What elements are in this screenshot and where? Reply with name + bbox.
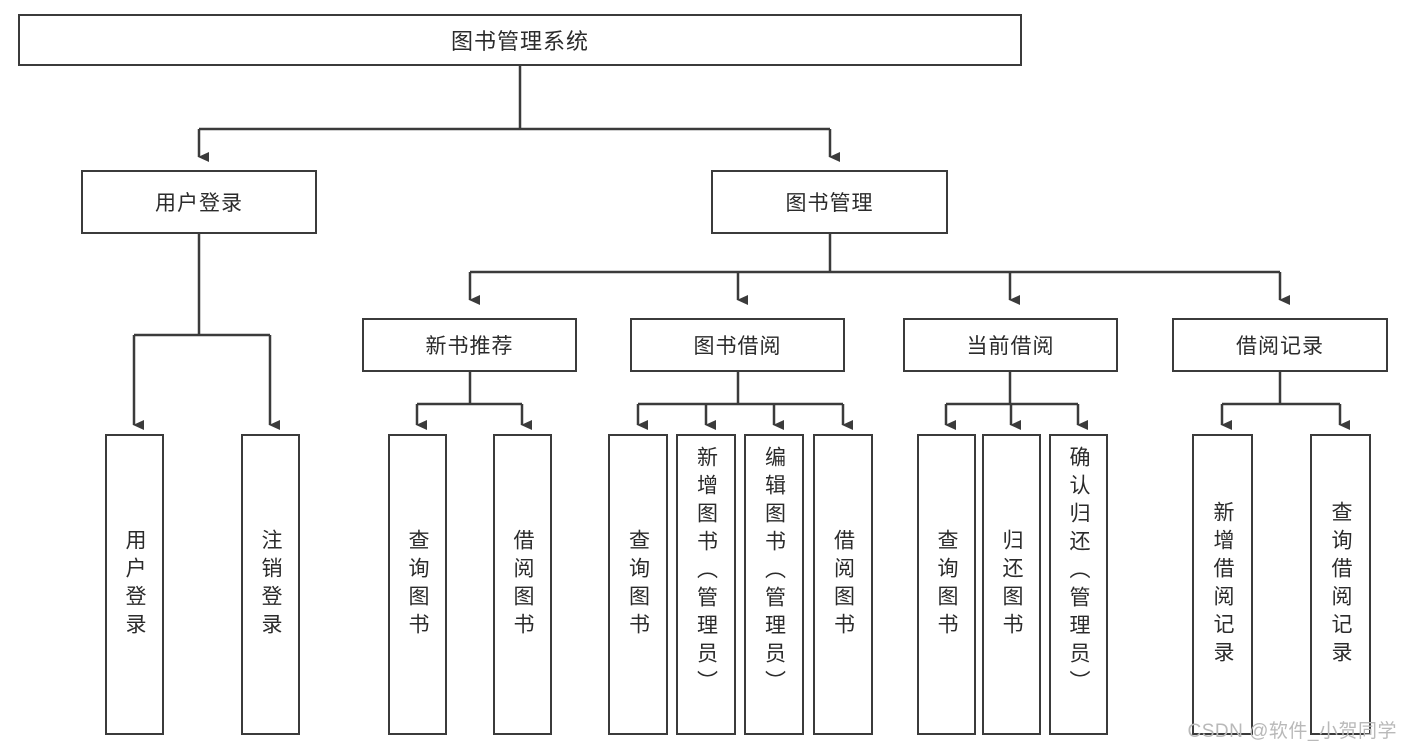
node-label: 借阅图书 xyxy=(831,528,855,641)
node-label: 归还图书 xyxy=(1000,528,1023,641)
watermark-text: CSDN @软件_小贺同学 xyxy=(1187,721,1397,742)
leaf-user-login-logout[interactable]: 注销登录 xyxy=(241,434,300,735)
leaf-current-borrow-query[interactable]: 查询图书 xyxy=(917,434,976,735)
node-label: 新书推荐 xyxy=(425,335,514,358)
node-label: 用户登录 xyxy=(155,192,243,215)
node-label: 用户登录 xyxy=(123,528,146,641)
leaf-user-login-login[interactable]: 用户登录 xyxy=(105,434,164,735)
leaf-borrow-record-query[interactable]: 查询借阅记录 xyxy=(1310,434,1371,735)
node-label: 图书管理系统 xyxy=(450,29,589,54)
node-label: 图书管理 xyxy=(785,192,874,215)
node-label: 新增借阅记录 xyxy=(1211,500,1234,669)
node-root-system[interactable]: 图书管理系统 xyxy=(18,14,1022,66)
node-label: 借阅图书 xyxy=(511,528,534,641)
leaf-current-borrow-confirm-return[interactable]: 确认归还（管理员） xyxy=(1049,434,1108,735)
node-label: 借阅记录 xyxy=(1236,335,1324,358)
node-book-management[interactable]: 图书管理 xyxy=(711,170,948,234)
leaf-book-borrow-borrow[interactable]: 借阅图书 xyxy=(813,434,873,735)
leaf-book-borrow-query[interactable]: 查询图书 xyxy=(608,434,668,735)
node-label: 查询图书 xyxy=(406,528,429,641)
node-label: 查询图书 xyxy=(935,528,958,641)
leaf-book-borrow-edit[interactable]: 编辑图书（管理员） xyxy=(744,434,804,735)
node-label: 图书借阅 xyxy=(693,335,782,358)
leaf-borrow-record-add[interactable]: 新增借阅记录 xyxy=(1192,434,1253,735)
node-borrow-record[interactable]: 借阅记录 xyxy=(1172,318,1388,372)
node-label: 编辑图书（管理员） xyxy=(762,446,786,698)
node-label: 注销登录 xyxy=(259,528,282,641)
node-label: 查询图书 xyxy=(626,528,650,641)
node-user-login[interactable]: 用户登录 xyxy=(81,170,317,234)
node-label: 当前借阅 xyxy=(966,335,1055,358)
node-label: 查询借阅记录 xyxy=(1329,500,1352,669)
node-new-book-recommend[interactable]: 新书推荐 xyxy=(362,318,577,372)
node-current-borrow[interactable]: 当前借阅 xyxy=(903,318,1118,372)
leaf-current-borrow-return[interactable]: 归还图书 xyxy=(982,434,1041,735)
leaf-new-book-query[interactable]: 查询图书 xyxy=(388,434,447,735)
leaf-new-book-borrow[interactable]: 借阅图书 xyxy=(493,434,552,735)
node-label: 确认归还（管理员） xyxy=(1067,446,1090,698)
node-book-borrow[interactable]: 图书借阅 xyxy=(630,318,845,372)
node-label: 新增图书（管理员） xyxy=(694,446,718,698)
leaf-book-borrow-add[interactable]: 新增图书（管理员） xyxy=(676,434,736,735)
